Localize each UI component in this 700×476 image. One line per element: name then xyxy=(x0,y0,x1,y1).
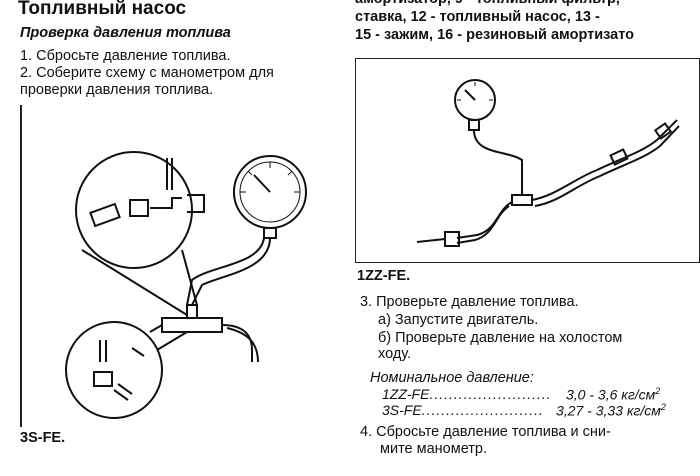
caption-1zzfe: 1ZZ-FE. xyxy=(357,268,411,284)
step-2-line-1: 2. Соберите схему с манометром для xyxy=(20,65,274,81)
spec-1zzfe-value-wrap: 3,0 - 3,6 кг/см2 xyxy=(566,386,660,403)
nominal-pressure-label: Номинальное давление: xyxy=(370,370,534,386)
step-4-line-1: 4. Сбросьте давление топлива и сни- xyxy=(360,424,611,440)
fuel-gauge-diagram-1zzfe xyxy=(416,79,680,247)
spec-1zzfe-sup: 2 xyxy=(655,386,661,396)
step-3a: а) Запустите двигатель. xyxy=(378,312,539,328)
step-3: 3. Проверьте давление топлива. xyxy=(360,294,579,310)
spec-3sfe-engine: 3S-FE xyxy=(382,402,422,418)
left-figure-border xyxy=(20,105,22,427)
spec-3sfe: 3S-FE......................... xyxy=(382,402,544,418)
caption-3sfe: 3S-FE. xyxy=(20,430,66,446)
spec-1zzfe-engine: 1ZZ-FE xyxy=(382,386,430,402)
step-2-line-2: проверки давления топлива. xyxy=(20,82,214,98)
spec-3sfe-sup: 2 xyxy=(660,402,666,412)
spec-3sfe-value-wrap: 3,27 - 3,33 кг/см2 xyxy=(556,402,666,419)
fuel-gauge-diagram-3sfe xyxy=(65,151,307,419)
spec-1zzfe-value: 3,0 - 3,6 кг/см xyxy=(566,386,656,403)
step-4-line-2: мите манометр. xyxy=(380,441,488,457)
section-subtitle: Проверка давления топлива xyxy=(20,25,231,41)
right-text-line-2: 15 - зажим, 16 - резиновый амортизато xyxy=(355,27,634,43)
spec-1zzfe: 1ZZ-FE......................... xyxy=(382,386,552,402)
spec-3sfe-value: 3,27 - 3,33 кг/см xyxy=(556,402,661,419)
section-title: Топливный насос xyxy=(18,0,187,19)
right-text-line-1: ставка, 12 - топливный насос, 13 - xyxy=(355,9,600,25)
right-text-line-0: амортизатор, 9 - топливный фильтр, xyxy=(355,0,620,8)
step-3b-line-1: б) Проверьте давление на холостом xyxy=(378,330,623,346)
step-1: 1. Сбросьте давление топлива. xyxy=(20,48,231,64)
step-3b-line-2: ходу. xyxy=(378,346,412,362)
